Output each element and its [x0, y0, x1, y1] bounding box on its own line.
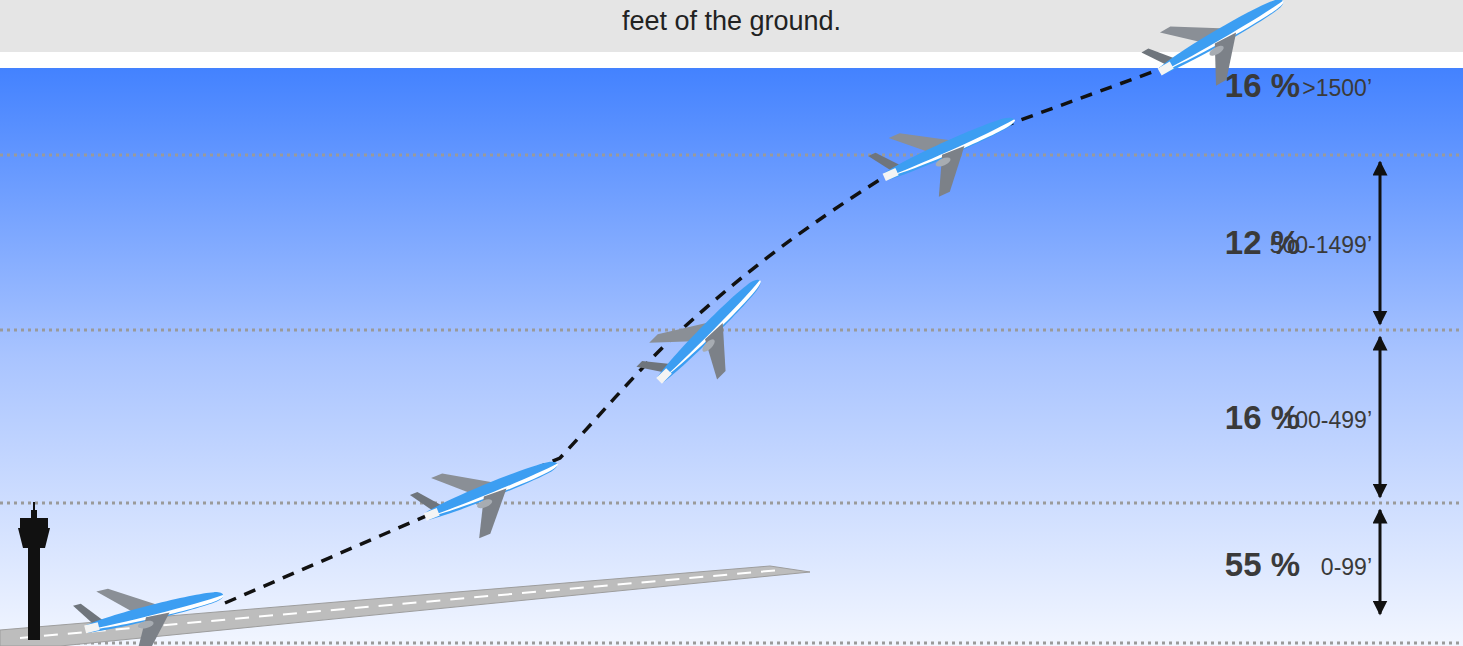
- percentage-label: 55 %: [1225, 546, 1300, 584]
- percentage-label: 16 %: [1225, 67, 1300, 105]
- airplanes: [71, 0, 1303, 646]
- altitude-range-label: 500-1499’: [1270, 232, 1372, 259]
- range-arrows: [1379, 162, 1382, 614]
- control-tower: [18, 502, 50, 640]
- runway: [0, 566, 810, 646]
- flight-path: [225, 62, 1180, 603]
- sky: [0, 68, 1463, 646]
- altitude-range-label: >1500’: [1302, 75, 1372, 102]
- altitude-range-label: 100-499’: [1282, 407, 1372, 434]
- altitude-range-label: 0-99’: [1321, 554, 1372, 581]
- title-text: feet of the ground.: [0, 6, 1463, 37]
